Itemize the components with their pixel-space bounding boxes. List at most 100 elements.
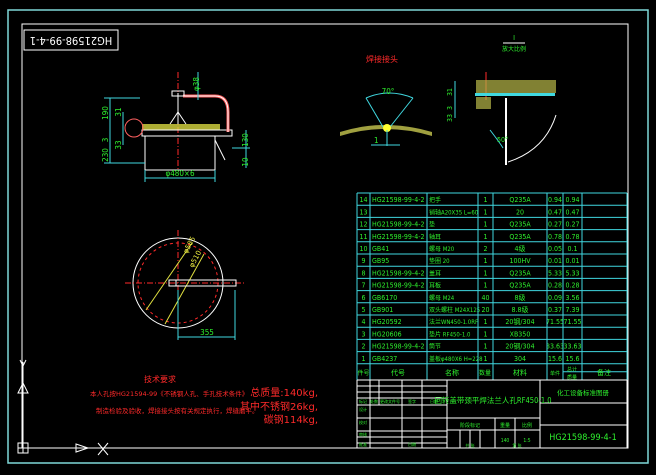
section-num: I [513,34,515,42]
outer-border [7,9,649,464]
section-dim-31: 31 [446,88,454,96]
weight-total: 总质量:140kg, [250,386,318,399]
section-dim-3: 3 [446,106,454,110]
dim-31: 31 [114,107,123,116]
cell-no: 11 [359,233,367,241]
cell-qty: 40 [481,294,489,302]
cell-no: 1 [361,355,365,363]
cell-qty: 1 [483,233,487,241]
cell-code: HG20592 [372,318,402,326]
cell-code: HG21598-99-4-2 [372,343,425,351]
stamp-text: HG21598-99-4-1 [30,34,112,47]
cell-total: 0.47 [565,208,579,216]
label-date-2: 日期 [408,441,416,447]
cell-no: 7 [361,282,365,290]
cell-name: 垫圈 20 [429,257,450,265]
notes-line-2: 制造检验及验收，焊接接头按有关规定执行，焊缝磨平。 [96,406,259,415]
drawing-frame [21,23,629,449]
label-design: 设计 [359,406,367,412]
cell-material: Q235A [509,282,531,290]
section-scale: 放大比例 [502,45,526,53]
weight-stainless: 其中不锈钢26kg, [240,400,318,413]
cell-qty: 1 [483,343,487,351]
cell-unit: 33.63 [546,343,564,351]
label-count: 处数 [370,398,378,404]
header-material: 材料 [513,368,527,377]
cell-material: 20钢/304 [505,317,534,326]
label-check: 校对 [359,419,367,425]
cell-code: GB95 [372,257,389,265]
dim-190: 190 [101,106,110,120]
cell-qty: 1 [483,318,487,326]
cell-code: HG21598-99-4-2 [372,233,425,241]
header-no: 件号 [357,369,369,377]
dim-230: 230 [101,148,110,162]
cell-total: 71.55 [563,318,581,326]
cell-qty: 1 [483,257,487,265]
drawing-title: 回转盖带颈平焊法兰人孔RF450-1.0 [434,395,551,405]
label-weight: 重量 [500,422,510,429]
cell-total: 0.1 [567,245,577,253]
cell-material: Q235A [509,196,531,204]
cell-name: 轴耳 [429,233,441,241]
cell-qty: 1 [483,221,487,229]
value-scale: 1:5 [523,438,530,444]
plan-dimensions: φ585 φ510 [182,235,204,269]
label-scale: 比例 [522,422,532,429]
cell-unit: 0.47 [548,208,562,216]
cell-name: 垫 [429,221,435,229]
label-approve: 批准 [359,441,367,447]
cell-qty: 1 [483,196,487,204]
header-unit: 单件 [550,370,560,377]
cell-name: 螺母 M20 [429,245,455,253]
cell-unit: 0.27 [548,221,562,229]
dim-diameter: φ480×6 [165,169,195,178]
cell-code: HG21598-99-4-2 [372,196,425,204]
cell-name: 螺母 M24 [429,294,455,302]
company-name: 化工设备标准图册 [557,388,610,397]
cell-no: 14 [359,196,367,204]
cell-unit: 0.05 [548,245,562,253]
cell-no: 5 [361,306,365,314]
cell-code: GB4237 [372,355,397,363]
cell-unit: 0.01 [548,257,562,265]
cell-unit: 5.33 [548,269,562,277]
header-total: 总计 [567,366,577,373]
weight-carbon: 碳钢114kg, [264,413,318,426]
section-angle: 50° [497,136,508,144]
cell-material: 8级 [514,293,525,302]
cell-name: 法兰WN450-1.0RF [429,318,478,326]
cell-material: Q235A [509,269,531,277]
header-qty: 数量 [479,369,491,377]
cell-unit: 0.78 [548,233,562,241]
cell-total: 0.28 [565,282,579,290]
cell-qty: 1 [483,282,487,290]
cell-material: 304 [514,355,526,363]
cell-name: 盖板φ480X6 H=228 [429,355,483,363]
cell-name: 把手 [429,196,441,204]
label-mark: 标记 [359,398,367,404]
section-detail [454,72,557,165]
cell-material: XB350 [510,330,531,338]
cell-unit: 0.94 [548,196,562,204]
cell-name: 筒节 [429,343,441,351]
cell-total: 5.33 [565,269,579,277]
header-note: 备注 [597,368,611,377]
technical-notes: 技术要求 本人孔按HG21594-99《不锈钢人孔、手孔技术条件》 制造检验及验… [90,374,259,415]
label-review: 审核 [359,431,367,437]
weld-dim-1: 1 [374,136,379,145]
label-page: 第 张 [512,442,521,448]
cell-name: 垫片 RF450-1.0 [429,330,471,338]
cell-material: 20 [516,208,524,216]
cell-total: 0.01 [565,257,579,265]
cell-qty: 1 [483,330,487,338]
